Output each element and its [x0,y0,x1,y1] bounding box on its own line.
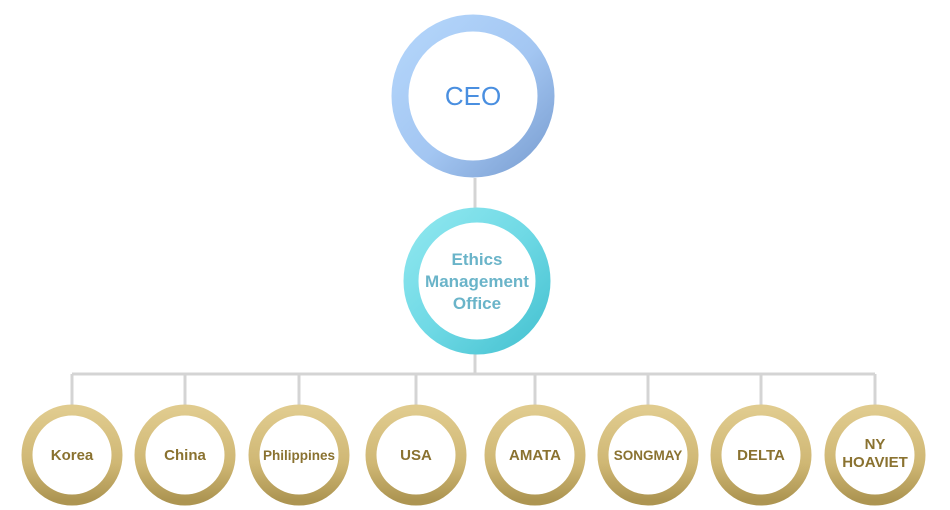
ethics-node[interactable]: Ethics Management Office [403,207,551,355]
ceo-node[interactable]: CEO [391,14,555,178]
branch-label: China [164,447,206,464]
branch-inner [722,416,800,494]
ethics-ring [403,207,551,355]
ceo-ring [391,14,555,178]
branch-ring [484,404,586,506]
branch-node-songmay[interactable]: SONGMAY [597,404,699,506]
branch-ring [134,404,236,506]
ethics-label-line-2: Management [425,272,529,291]
ethics-label-line-3: Office [453,294,501,313]
branch-ring [710,404,812,506]
branch-ring [597,404,699,506]
branch-node-philippines[interactable]: Philippines [248,404,350,506]
branch-label: Philippines [263,448,335,463]
branch-inner [33,416,111,494]
branch-node-nyhoaviet[interactable]: NY HOAVIET [824,404,926,506]
branch-ring [824,404,926,506]
branch-inner [496,416,574,494]
branch-label: SONGMAY [614,448,683,463]
branch-node-china[interactable]: China [134,404,236,506]
branch-node-amata[interactable]: AMATA [484,404,586,506]
branch-ring [21,404,123,506]
ethics-inner [419,223,535,339]
branch-node-usa[interactable]: USA [365,404,467,506]
branch-inner [836,416,914,494]
ceo-inner [409,32,537,160]
branch-inner [377,416,455,494]
branch-label-line-1: NY [865,436,886,453]
branch-inner [146,416,224,494]
branch-ring [365,404,467,506]
ceo-label: CEO [445,81,501,111]
branch-ring [248,404,350,506]
branch-inner [260,416,338,494]
ethics-label-line-1: Ethics [451,250,502,269]
branch-label-line-2: HOAVIET [842,454,908,471]
branch-node-delta[interactable]: DELTA [710,404,812,506]
branch-inner [609,416,687,494]
connectors [70,178,877,406]
branch-node-korea[interactable]: Korea [21,404,123,506]
branch-label: DELTA [737,447,785,464]
branch-label: USA [400,447,432,464]
branch-label: Korea [51,447,94,464]
branch-label: AMATA [509,447,561,464]
